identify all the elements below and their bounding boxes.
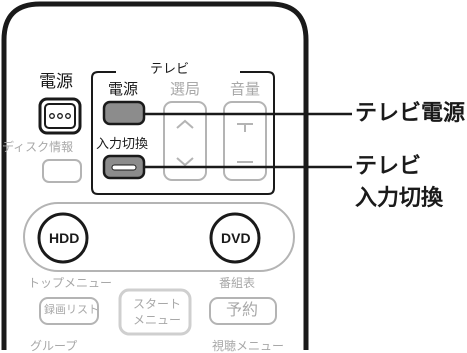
tv-group-title: テレビ	[147, 63, 193, 76]
reserve-button	[209, 297, 277, 325]
power-button-dot-2	[57, 113, 63, 119]
reserve-label: 予約	[226, 300, 259, 319]
viewing-menu-label: 視聴メニュー	[212, 339, 285, 353]
hdd-button	[37, 212, 89, 264]
volume-rocker	[223, 101, 267, 181]
channel-up-icon	[176, 119, 194, 129]
tv-power-label: 電源	[108, 80, 139, 98]
power-button-dot-3	[65, 113, 71, 119]
program-guide-label: 番組表	[219, 276, 256, 290]
recording-list-label: 録画リスト	[44, 303, 99, 316]
dvd-label: DVD	[221, 230, 251, 246]
hdd-label: HDD	[49, 230, 80, 246]
channel-rocker	[163, 101, 207, 181]
volume-label: 音量	[230, 80, 261, 98]
disc-info-label: ディスク情報	[2, 140, 74, 154]
disc-info-button	[42, 159, 82, 183]
power-button-dot-1	[49, 113, 55, 119]
channel-down-icon	[176, 157, 194, 167]
start-menu-label-2: メニュー	[133, 313, 182, 327]
power-label: 電源	[39, 72, 73, 92]
callout-tv-input-line2: 入力切換	[355, 186, 444, 211]
tv-power-button	[102, 100, 146, 126]
dvd-button	[209, 212, 261, 264]
group-label: グループ	[30, 339, 78, 353]
tv-input-label: 入力切換	[96, 137, 149, 152]
channel-label: 選局	[170, 80, 201, 98]
start-menu-button	[118, 288, 192, 336]
top-menu-label: トップメニュー	[28, 276, 113, 290]
tv-group-frame	[91, 71, 275, 195]
start-menu-label-1: スタート	[133, 297, 182, 311]
remote-body-outline	[1, 1, 309, 350]
callout-tv-power: テレビ電源	[355, 101, 466, 126]
recording-list-button	[39, 297, 99, 325]
callout-tv-input-line1: テレビ	[355, 154, 422, 179]
